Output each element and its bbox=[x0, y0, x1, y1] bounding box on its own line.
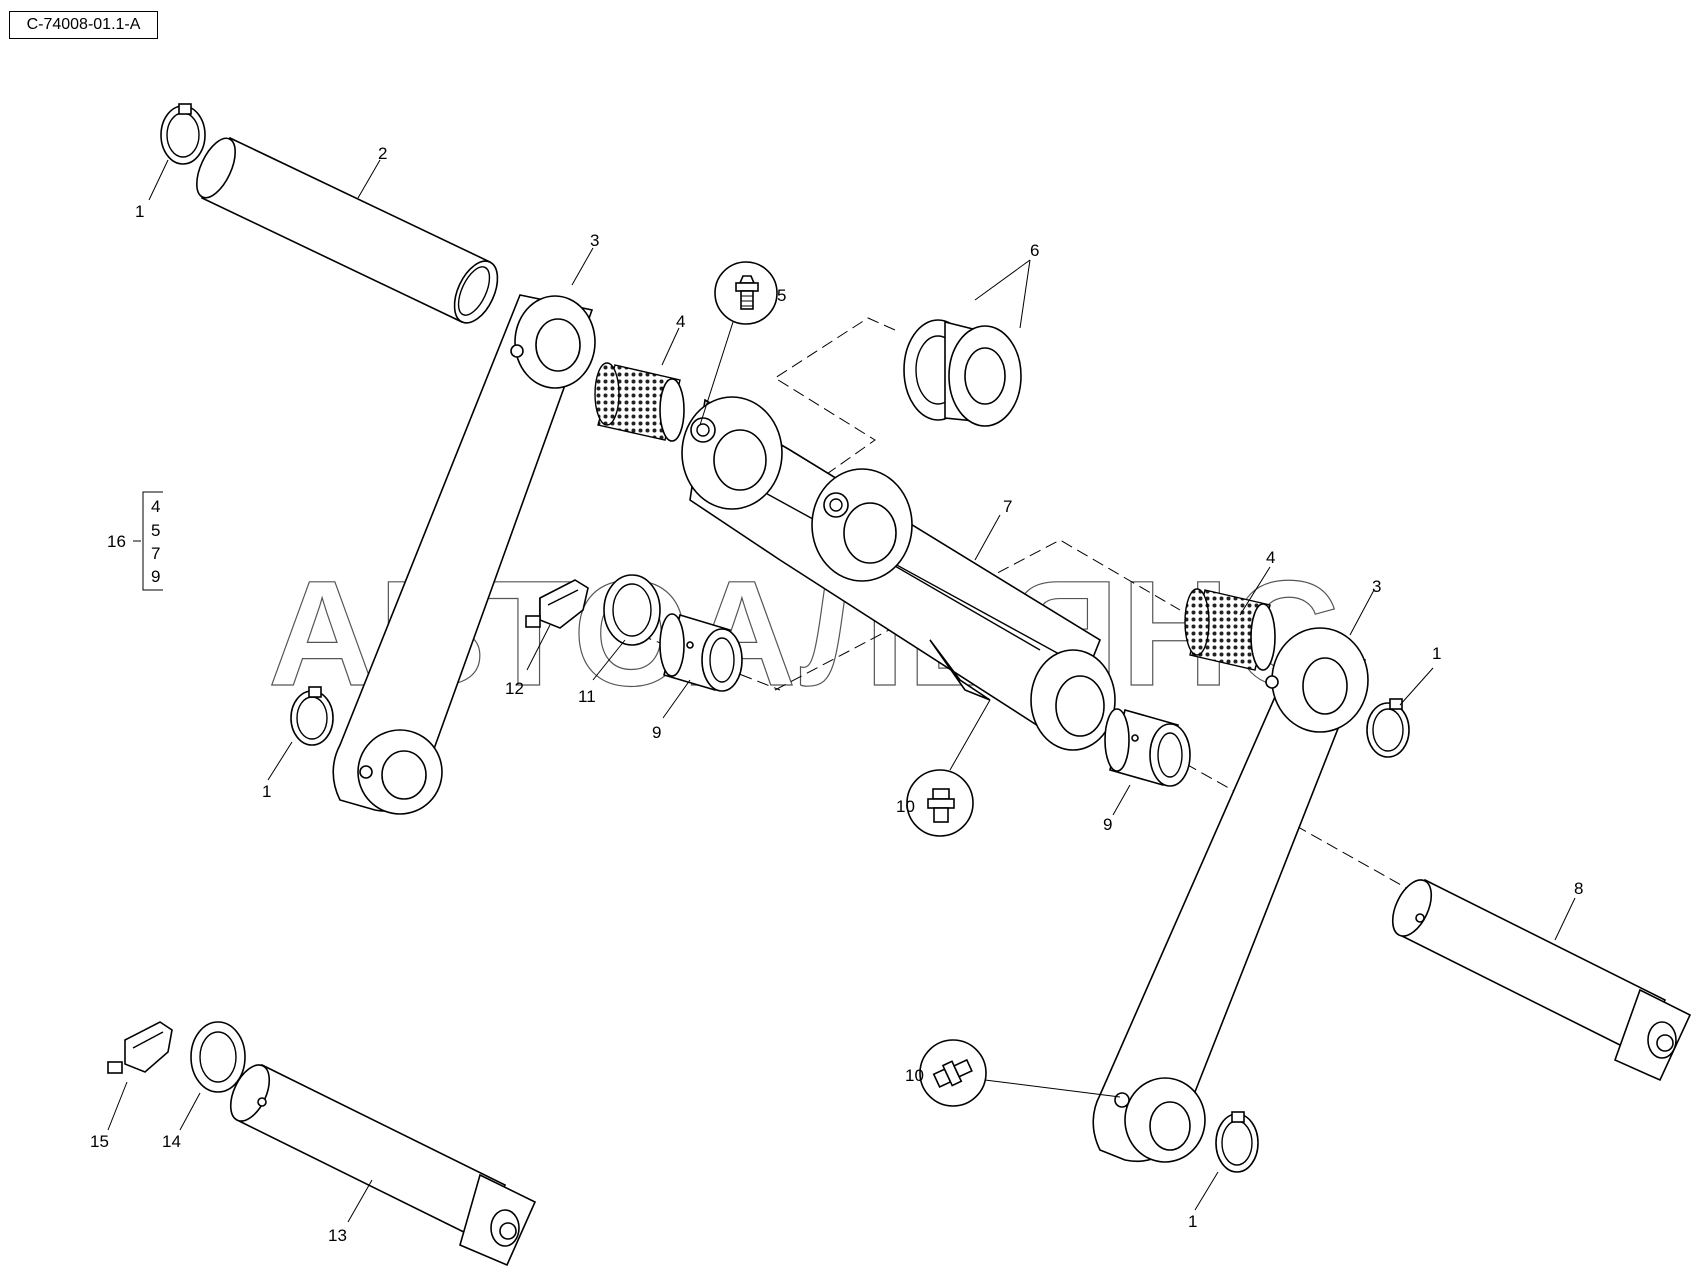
diagram-code: C-74008-01.1-A bbox=[9, 11, 158, 39]
flange-bushing-pair bbox=[903, 319, 1022, 427]
callout-2: 2 bbox=[378, 144, 387, 163]
kit-item: 5 bbox=[151, 521, 160, 540]
callout-4: 4 bbox=[676, 312, 685, 331]
washer-14 bbox=[190, 1021, 246, 1093]
bearing-right bbox=[1184, 588, 1276, 671]
callout-13: 13 bbox=[328, 1226, 347, 1245]
callout-11: 11 bbox=[578, 687, 596, 706]
callout-3: 3 bbox=[590, 231, 599, 250]
link-arm-right bbox=[1092, 627, 1369, 1163]
callout-9: 9 bbox=[652, 723, 661, 742]
bearing-left bbox=[594, 362, 685, 442]
bushing-right-9 bbox=[1104, 708, 1191, 787]
pin-top bbox=[196, 136, 499, 324]
callout-12: 12 bbox=[505, 679, 524, 698]
retaining-ring-left bbox=[290, 686, 334, 746]
callout-6: 6 bbox=[1030, 241, 1039, 260]
pin-bottom-13 bbox=[229, 1063, 537, 1267]
callout-14: 14 bbox=[162, 1132, 181, 1151]
linch-pin-clip-15 bbox=[107, 1021, 173, 1074]
callout-4: 4 bbox=[1266, 548, 1275, 567]
washer-11 bbox=[603, 574, 661, 646]
callout-9: 9 bbox=[1103, 815, 1112, 834]
callout-10: 10 bbox=[896, 797, 915, 816]
grease-fitting-10-low bbox=[919, 1039, 987, 1107]
retaining-ring-bottom bbox=[1215, 1111, 1259, 1173]
kit-number: 16 bbox=[107, 532, 126, 551]
callout-10: 10 bbox=[905, 1066, 924, 1085]
callouts: 1 2 3 4 5 6 7 1 12 11 9 4 3 1 10 9 8 10 … bbox=[90, 144, 1583, 1245]
callout-3: 3 bbox=[1372, 577, 1381, 596]
pin-right-8 bbox=[1391, 878, 1692, 1082]
linch-pin-clip-12 bbox=[525, 579, 589, 629]
grease-fitting-10-mid bbox=[906, 769, 974, 837]
kit-item: 9 bbox=[151, 567, 160, 586]
callout-8: 8 bbox=[1574, 879, 1583, 898]
grease-fitting-5 bbox=[714, 261, 778, 325]
leader-lines bbox=[107, 159, 1576, 1223]
callout-1: 1 bbox=[1188, 1212, 1197, 1231]
callout-5: 5 bbox=[777, 286, 786, 305]
bushing-left-9 bbox=[659, 613, 743, 692]
retaining-ring-right bbox=[1366, 698, 1410, 758]
rocker-body bbox=[681, 396, 1116, 751]
retaining-ring-top bbox=[160, 103, 206, 165]
callout-7: 7 bbox=[1003, 497, 1012, 516]
callout-1: 1 bbox=[1432, 644, 1441, 663]
kit-item: 4 bbox=[151, 497, 160, 516]
callout-15: 15 bbox=[90, 1132, 109, 1151]
link-arm-left bbox=[332, 294, 596, 815]
callout-1: 1 bbox=[262, 782, 271, 801]
kit-bracket: 16 4 5 7 9 bbox=[107, 491, 163, 591]
callout-1: 1 bbox=[135, 202, 144, 221]
kit-item: 7 bbox=[151, 544, 160, 563]
